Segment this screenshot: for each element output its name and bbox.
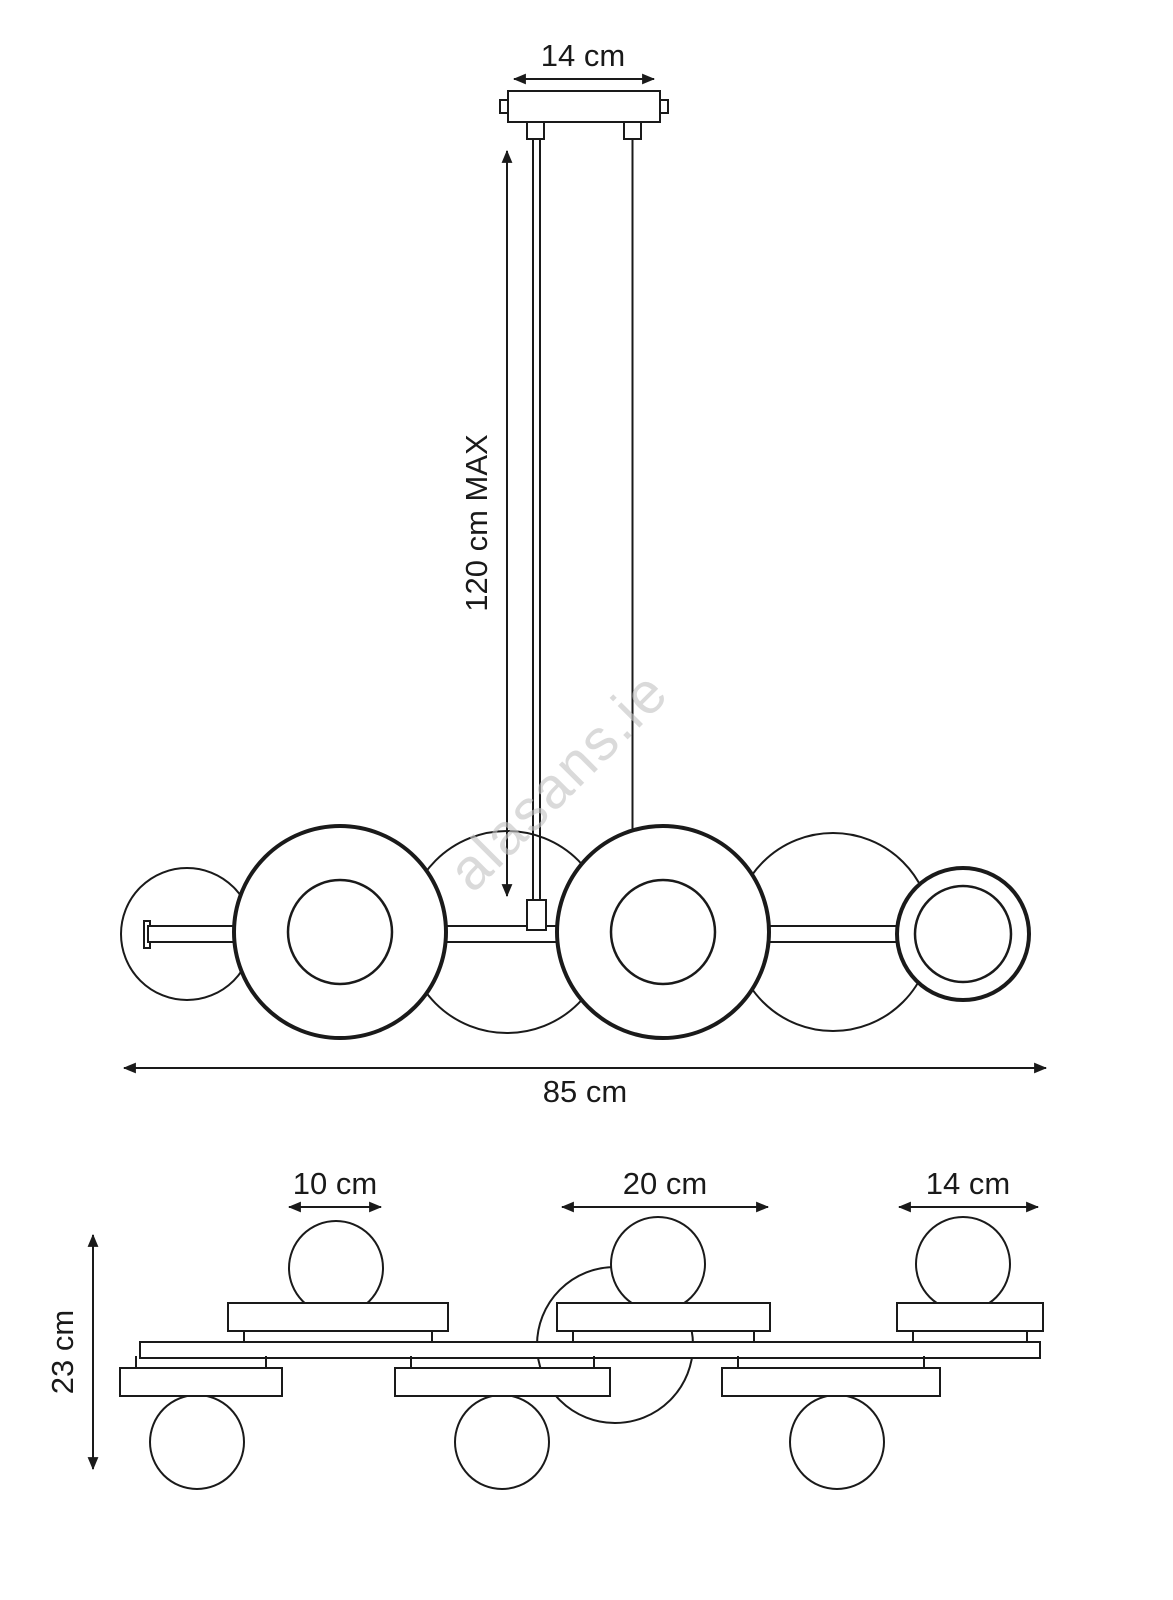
plan-globe-lower-right xyxy=(789,1394,885,1490)
dim-end-plate: 14 cm xyxy=(897,1166,1040,1213)
ceiling-canopy xyxy=(499,90,669,140)
plan-plate-upper-center xyxy=(556,1302,771,1332)
ring-large-right xyxy=(555,824,771,1040)
plan-plate-upper-right xyxy=(896,1302,1044,1332)
ring-large-right-inner xyxy=(609,878,717,986)
plan-plate-lower-right xyxy=(721,1367,941,1397)
dim-center-plate-label: 20 cm xyxy=(623,1166,707,1201)
dim-globe-diameter-label: 10 cm xyxy=(293,1166,377,1201)
canopy-hanger-right xyxy=(623,121,642,140)
plan-globe-lower-center xyxy=(454,1394,550,1490)
plan-plate-upper-left xyxy=(227,1302,449,1332)
dim-center-plate: 20 cm xyxy=(560,1166,770,1213)
canopy-body xyxy=(507,90,661,123)
plan-globe-lower-left xyxy=(149,1394,245,1490)
plan-rail xyxy=(139,1341,1041,1359)
canopy-hanger-left xyxy=(526,121,545,140)
plan-view: 10 cm 20 cm 14 cm 23 cm xyxy=(45,1166,1044,1490)
dim-drop-height-label: 120 cm MAX xyxy=(459,434,494,612)
suspension-rod-left xyxy=(526,139,547,931)
dim-globe-diameter: 10 cm xyxy=(287,1166,383,1213)
plan-plate-lower-center xyxy=(394,1367,611,1397)
ring-small-right xyxy=(895,866,1031,1002)
plan-lower-connectors xyxy=(135,1356,925,1369)
dim-overall-width: 85 cm xyxy=(122,1062,1048,1109)
plan-globe-upper-right xyxy=(915,1216,1011,1312)
plan-plate-lower-left xyxy=(119,1367,283,1397)
dim-depth-label: 23 cm xyxy=(45,1310,80,1394)
rod-bar-connector xyxy=(526,899,547,931)
plan-globe-upper-center xyxy=(610,1216,706,1312)
plan-globe-upper-left xyxy=(288,1220,384,1316)
dim-canopy-width: 14 cm xyxy=(512,38,656,85)
ring-large-left xyxy=(232,824,448,1040)
front-view: 14 cm xyxy=(120,38,1048,1109)
ring-large-left-inner xyxy=(286,878,394,986)
ring-small-right-inner xyxy=(913,884,1013,984)
dim-end-plate-label: 14 cm xyxy=(926,1166,1010,1201)
dim-canopy-width-label: 14 cm xyxy=(541,38,625,73)
dim-depth: 23 cm xyxy=(45,1233,99,1471)
dim-drop-height: 120 cm MAX xyxy=(459,149,513,898)
dim-overall-width-label: 85 cm xyxy=(543,1074,627,1109)
